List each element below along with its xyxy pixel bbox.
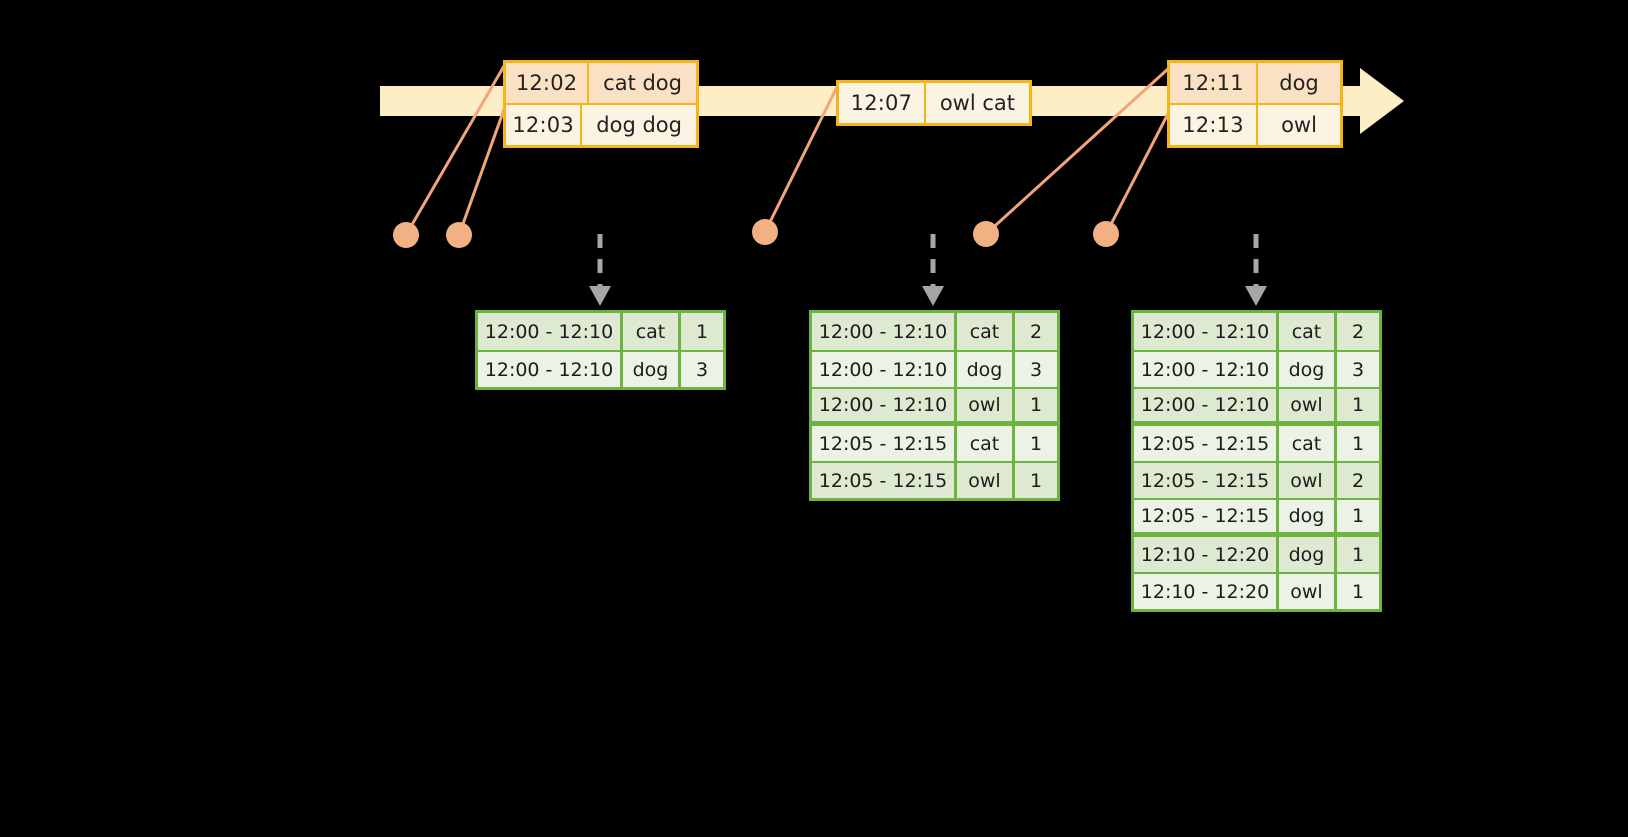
cell-count: 1	[1337, 537, 1379, 572]
cell-count: 3	[681, 352, 723, 387]
event-payload: dog	[1258, 63, 1340, 103]
cell-word: cat	[957, 426, 1015, 461]
event-dot-1213-leader	[1104, 104, 1174, 236]
cell-window: 12:00 - 12:10	[478, 313, 623, 350]
cell-word: dog	[1279, 500, 1337, 532]
trigger-arrow-1-head	[589, 286, 611, 306]
cell-window: 12:05 - 12:15	[1134, 463, 1279, 498]
cell-window: 12:00 - 12:10	[1134, 352, 1279, 387]
cell-word: owl	[1279, 389, 1337, 421]
cell-word: dog	[957, 352, 1015, 387]
timeline-arrowhead	[1360, 68, 1404, 134]
event-time: 12:02	[506, 63, 590, 103]
cell-count: 1	[1015, 426, 1057, 461]
cell-count: 1	[1337, 426, 1379, 461]
cell-count: 3	[1337, 352, 1379, 387]
cell-word: cat	[1279, 426, 1337, 461]
event-dot-1213	[1093, 221, 1119, 247]
cell-word: dog	[1279, 537, 1337, 572]
cell-window: 12:05 - 12:15	[812, 463, 957, 498]
cell-window: 12:00 - 12:10	[812, 389, 957, 421]
event-dot-1202-leader	[404, 64, 506, 237]
cell-window: 12:00 - 12:10	[1134, 389, 1279, 421]
cell-window: 12:05 - 12:15	[812, 426, 957, 461]
cell-count: 1	[1337, 500, 1379, 532]
cell-word: cat	[1279, 313, 1337, 350]
cell-count: 1	[1337, 389, 1379, 421]
event-dot-group	[393, 219, 1119, 248]
event-dot-1202	[393, 222, 419, 248]
cell-count: 1	[1015, 389, 1057, 421]
cell-word: dog	[1279, 352, 1337, 387]
cell-count: 2	[1337, 463, 1379, 498]
cell-count: 2	[1015, 313, 1057, 350]
event-payload: owl	[1258, 105, 1340, 145]
cell-word: owl	[1279, 574, 1337, 609]
cell-word: cat	[957, 313, 1015, 350]
cell-window: 12:05 - 12:15	[1134, 500, 1279, 532]
cell-word: dog	[623, 352, 681, 387]
cell-window: 12:10 - 12:20	[1134, 537, 1279, 572]
cell-word: cat	[623, 313, 681, 350]
cell-word: owl	[957, 463, 1015, 498]
trigger-arrow-group	[589, 234, 1267, 306]
cell-word: owl	[1279, 463, 1337, 498]
cell-window: 12:00 - 12:10	[478, 352, 623, 387]
event-time: 12:03	[506, 105, 583, 145]
event-payload: cat dog	[589, 63, 696, 103]
cell-count: 1	[1015, 463, 1057, 498]
cell-window: 12:10 - 12:20	[1134, 574, 1279, 609]
event-dot-1207-leader	[763, 83, 840, 234]
trigger-arrow-3-head	[1245, 286, 1267, 306]
event-time: 12:07	[839, 83, 926, 123]
cell-count: 1	[681, 313, 723, 350]
event-payload: dog dog	[582, 105, 696, 145]
event-dot-1203	[446, 222, 472, 248]
cell-window: 12:00 - 12:10	[812, 313, 957, 350]
event-dot-1207	[752, 219, 778, 245]
cell-window: 12:00 - 12:10	[812, 352, 957, 387]
cell-window: 12:05 - 12:15	[1134, 426, 1279, 461]
cell-word: owl	[957, 389, 1015, 421]
trigger-arrow-2-head	[922, 286, 944, 306]
event-dot-1211	[973, 221, 999, 247]
cell-window: 12:00 - 12:10	[1134, 313, 1279, 350]
cell-count: 2	[1337, 313, 1379, 350]
cell-count: 3	[1015, 352, 1057, 387]
event-time: 12:13	[1170, 105, 1258, 145]
event-payload: owl cat	[925, 83, 1029, 123]
event-time: 12:11	[1170, 63, 1258, 103]
cell-count: 1	[1337, 574, 1379, 609]
event-dot-1203-leader	[457, 102, 508, 237]
